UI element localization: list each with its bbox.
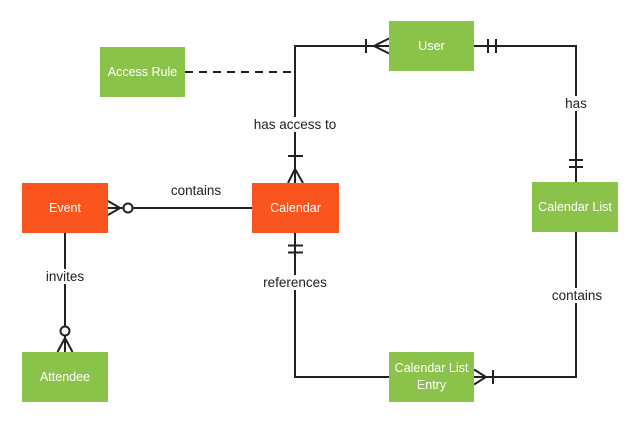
connector-user-has-calendar-list	[474, 39, 583, 182]
entity-user-label: User	[418, 38, 445, 53]
relationship-label-has: has	[560, 96, 592, 111]
entity-user[interactable]: User	[389, 21, 474, 71]
one-and-only-one-icon	[487, 39, 497, 53]
entity-access-rule-label: Access Rule	[107, 64, 178, 79]
connector-calendar-list-contains-entry	[473, 232, 577, 386]
entity-event-label: Event	[49, 200, 81, 215]
entity-calendar[interactable]: Calendar	[252, 183, 339, 233]
relationship-label-invites: invites	[40, 269, 90, 284]
zero-or-many-icon	[56, 325, 74, 353]
one-or-many-icon	[365, 37, 390, 55]
entity-access-rule[interactable]: Access Rule	[100, 47, 185, 97]
connector-calendar-references-entry	[288, 233, 389, 378]
entity-event[interactable]: Event	[22, 183, 108, 233]
one-or-many-icon	[473, 368, 494, 386]
one-and-only-one-icon	[288, 244, 303, 254]
entity-calendar-list-entry[interactable]: Calendar List Entry	[389, 352, 474, 402]
connector-event-invites-attendee	[56, 233, 74, 353]
entity-attendee-label: Attendee	[39, 369, 91, 384]
entity-calendar-list[interactable]: Calendar List	[532, 182, 618, 232]
entity-calendar-list-label: Calendar List	[538, 199, 612, 214]
entity-calendar-list-entry-label: Calendar List Entry	[394, 361, 469, 392]
relationship-label-contains-list-entry: contains	[546, 288, 608, 303]
entity-attendee[interactable]: Attendee	[22, 352, 108, 402]
entity-calendar-label: Calendar	[270, 200, 321, 215]
one-and-only-one-icon	[569, 159, 583, 168]
relationship-label-contains-event-calendar: contains	[165, 183, 227, 198]
connector-calendar-has-access-to-user	[287, 37, 390, 184]
zero-or-many-icon	[107, 200, 134, 216]
relationship-label-has-access-to: has access to	[248, 117, 342, 132]
relationship-label-references: references	[258, 275, 332, 290]
one-or-many-icon	[287, 155, 304, 184]
connector-event-contains-calendar	[107, 200, 252, 216]
